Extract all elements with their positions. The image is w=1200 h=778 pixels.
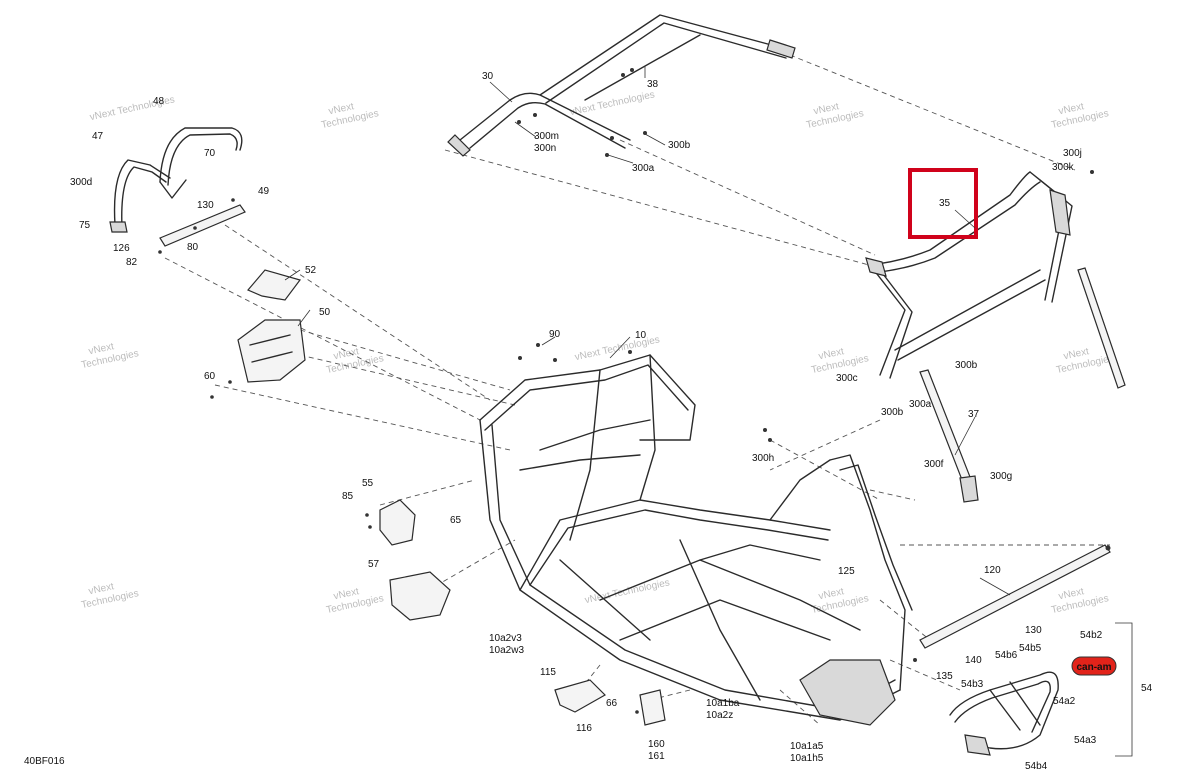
highlight-box	[908, 168, 978, 239]
callout-300j[interactable]: 300j	[1063, 148, 1082, 159]
callout-300c[interactable]: 300c	[836, 373, 858, 384]
part-120-crossbar[interactable]	[913, 544, 1111, 662]
callout-10a1ba[interactable]: 10a1ba	[706, 698, 740, 709]
watermark: vNext	[88, 341, 116, 357]
leader-lines	[284, 66, 1011, 596]
callout-125[interactable]: 125	[838, 566, 855, 577]
part-35-rear-cage[interactable]	[865, 170, 1126, 389]
callout-161[interactable]: 161	[648, 751, 665, 762]
callout-48[interactable]: 48	[153, 96, 165, 107]
callout-10a1a5[interactable]: 10a1a5	[790, 741, 824, 752]
callout-300n[interactable]: 300n	[534, 143, 556, 154]
watermark: vNext Technologies	[574, 334, 661, 363]
callout-130a[interactable]: 130	[197, 200, 214, 211]
part-52-bracket[interactable]	[247, 269, 302, 301]
callout-75[interactable]: 75	[79, 220, 91, 231]
callout-300b-2[interactable]: 300b	[955, 360, 978, 371]
callout-300d[interactable]: 300d	[70, 177, 92, 188]
callout-labels: 48 47 70 300d 130 49 75 126 80 82 30 38 …	[70, 71, 1153, 772]
watermark: vNext	[1058, 101, 1086, 117]
part-57-mount[interactable]	[389, 571, 451, 621]
part-30-roof-frame[interactable]	[447, 14, 796, 157]
watermark: vNext Technologies	[584, 577, 671, 606]
callout-52[interactable]: 52	[305, 265, 317, 276]
part-10-main-frame[interactable]	[479, 343, 913, 726]
callout-66[interactable]: 66	[606, 698, 618, 709]
callout-10a1h5[interactable]: 10a1h5	[790, 753, 824, 764]
can-am-badge: can-am	[1071, 656, 1117, 676]
callout-50[interactable]: 50	[319, 307, 331, 318]
callout-54[interactable]: 54	[1141, 683, 1153, 694]
callout-57[interactable]: 57	[368, 559, 380, 570]
callout-10a2v3[interactable]: 10a2v3	[489, 633, 522, 644]
callout-85[interactable]: 85	[342, 491, 354, 502]
callout-54b4[interactable]: 54b4	[1025, 761, 1048, 772]
callout-54a2[interactable]: 54a2	[1053, 696, 1076, 707]
callout-160[interactable]: 160	[648, 739, 665, 750]
callout-10[interactable]: 10	[635, 330, 647, 341]
callout-54b6[interactable]: 54b6	[995, 650, 1018, 661]
callout-38[interactable]: 38	[647, 79, 659, 90]
watermark: vNext	[88, 581, 116, 597]
callout-300k[interactable]: 300k	[1052, 162, 1075, 173]
callout-300m[interactable]: 300m	[534, 131, 559, 142]
part-49-bracket-rail[interactable]	[158, 198, 246, 254]
part-37-strut[interactable]	[919, 369, 979, 503]
callout-90[interactable]: 90	[549, 329, 561, 340]
callout-55[interactable]: 55	[362, 478, 374, 489]
callout-49[interactable]: 49	[258, 186, 270, 197]
callout-54a3[interactable]: 54a3	[1074, 735, 1097, 746]
callout-116[interactable]: 116	[576, 723, 592, 734]
callout-120[interactable]: 120	[984, 565, 1001, 576]
part-115-bracket[interactable]	[554, 679, 606, 713]
callout-300h[interactable]: 300h	[752, 453, 774, 464]
callout-80[interactable]: 80	[187, 242, 199, 253]
watermark: vNext	[813, 101, 841, 117]
part-55-mount[interactable]	[365, 499, 416, 546]
figure-code: 40BF016	[24, 756, 65, 767]
watermark: vNext	[818, 346, 846, 362]
group-54-bracket	[1115, 622, 1133, 757]
callout-54b5[interactable]: 54b5	[1019, 643, 1042, 654]
callout-10a2z[interactable]: 10a2z	[706, 710, 733, 721]
callout-140[interactable]: 140	[965, 655, 982, 666]
callout-54b3[interactable]: 54b3	[961, 679, 984, 690]
watermark: vNext	[818, 586, 846, 602]
watermark: vNext Technologies	[569, 89, 656, 118]
part-160-bracket[interactable]	[635, 689, 666, 726]
callout-300a-1[interactable]: 300a	[632, 163, 655, 174]
badge-text: can-am	[1076, 662, 1111, 673]
callout-82[interactable]: 82	[126, 257, 138, 268]
watermark: vNext	[333, 346, 361, 362]
callout-70[interactable]: 70	[204, 148, 216, 159]
callout-300f[interactable]: 300f	[924, 459, 944, 470]
callout-135[interactable]: 135	[936, 671, 953, 682]
callout-130b[interactable]: 130	[1025, 625, 1042, 636]
callout-126[interactable]: 126	[113, 243, 130, 254]
part-50-mount[interactable]	[210, 319, 306, 399]
assembly-lines	[164, 54, 1110, 726]
watermark: vNext	[1063, 346, 1091, 362]
part-54-front-bumper[interactable]	[949, 671, 1059, 756]
callout-115[interactable]: 115	[540, 667, 556, 678]
callout-300b-3[interactable]: 300b	[881, 407, 904, 418]
watermark: vNext	[1058, 586, 1086, 602]
callout-300b-1[interactable]: 300b	[668, 140, 691, 151]
watermark: vNext	[333, 586, 361, 602]
callout-65[interactable]: 65	[450, 515, 462, 526]
callout-10a2w3[interactable]: 10a2w3	[489, 645, 524, 656]
callout-300a-2[interactable]: 300a	[909, 399, 932, 410]
callout-47[interactable]: 47	[92, 131, 104, 142]
callout-54b2[interactable]: 54b2	[1080, 630, 1103, 641]
callout-60[interactable]: 60	[204, 371, 216, 382]
callout-37[interactable]: 37	[968, 409, 980, 420]
part-48-grab-handle[interactable]	[159, 127, 243, 199]
callout-35[interactable]: 35	[939, 198, 951, 209]
watermark: vNext	[328, 101, 356, 117]
callout-300g[interactable]: 300g	[990, 471, 1012, 482]
part-47-grab-handle[interactable]	[109, 159, 171, 233]
callout-30[interactable]: 30	[482, 71, 494, 82]
